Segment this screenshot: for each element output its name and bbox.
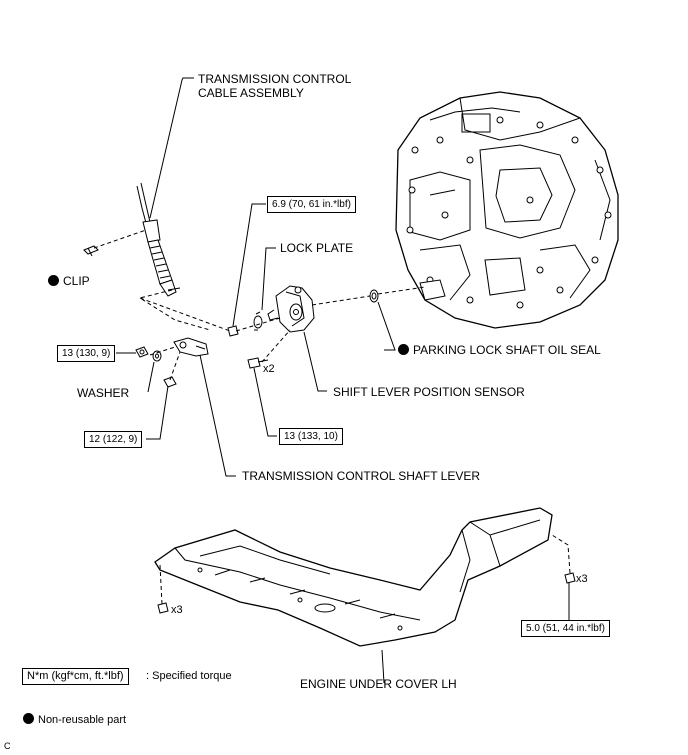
engine-under-cover — [154, 507, 553, 647]
torque-lock-plate-nut: 6.9 (70, 61 in.*lbf) — [267, 196, 356, 213]
sensor-label: SHIFT LEVER POSITION SENSOR — [333, 385, 525, 399]
sensor-bolt — [247, 357, 269, 369]
torque-lever-nut: 13 (130, 9) — [57, 345, 116, 362]
clip-text: CLIP — [63, 274, 90, 288]
oil-seal-text: PARKING LOCK SHAFT OIL SEAL — [413, 343, 601, 357]
legend-non-reusable: Non-reusable part — [23, 713, 126, 727]
sensor-bolt-qty: x2 — [263, 363, 275, 375]
legend-non-reusable-text: Non-reusable part — [38, 714, 127, 726]
washer-nut — [163, 376, 177, 388]
lock-plate-part — [253, 311, 263, 331]
torque-under-cover-bolt: 5.0 (51, 44 in.*lbf) — [521, 620, 610, 637]
under-cover-bolt-qty-left: x3 — [171, 604, 183, 616]
legend-torque-desc: : Specified torque — [146, 670, 232, 682]
non-reusable-mark-icon — [23, 713, 34, 724]
clip-label: CLIP — [48, 274, 90, 288]
transmission-control-cable — [136, 182, 181, 297]
lock-plate-nut — [227, 325, 239, 337]
oil-seal-label: PARKING LOCK SHAFT OIL SEAL — [398, 343, 601, 357]
lever-nut — [135, 346, 149, 358]
parking-lock-shaft-oil-seal — [369, 289, 379, 303]
legend-torque-box: N*m (kgf*cm, ft.*lbf) — [22, 668, 129, 685]
washer-label: WASHER — [77, 386, 130, 400]
torque-washer-nut: 12 (122, 9) — [84, 431, 143, 448]
shift-lever-position-sensor-part — [267, 285, 315, 333]
non-reusable-mark-icon — [398, 344, 409, 355]
leader-lines — [116, 77, 570, 684]
cable-assembly-label: TRANSMISSION CONTROL CABLE ASSEMBLY — [198, 72, 352, 100]
under-cover-bolts — [157, 572, 576, 614]
shaft-lever-label: TRANSMISSION CONTROL SHAFT LEVER — [242, 469, 481, 483]
alignment-dashes — [93, 229, 571, 605]
under-cover-bolt-qty-right: x3 — [576, 573, 588, 585]
transmission-assembly — [395, 91, 619, 329]
lock-plate-label: LOCK PLATE — [280, 241, 354, 255]
under-cover-label: ENGINE UNDER COVER LH — [300, 677, 457, 691]
torque-sensor-bolt: 13 (133, 10) — [279, 428, 343, 445]
figure-code: C — [4, 741, 11, 751]
washer-part — [152, 350, 162, 362]
non-reusable-mark-icon — [48, 275, 59, 286]
